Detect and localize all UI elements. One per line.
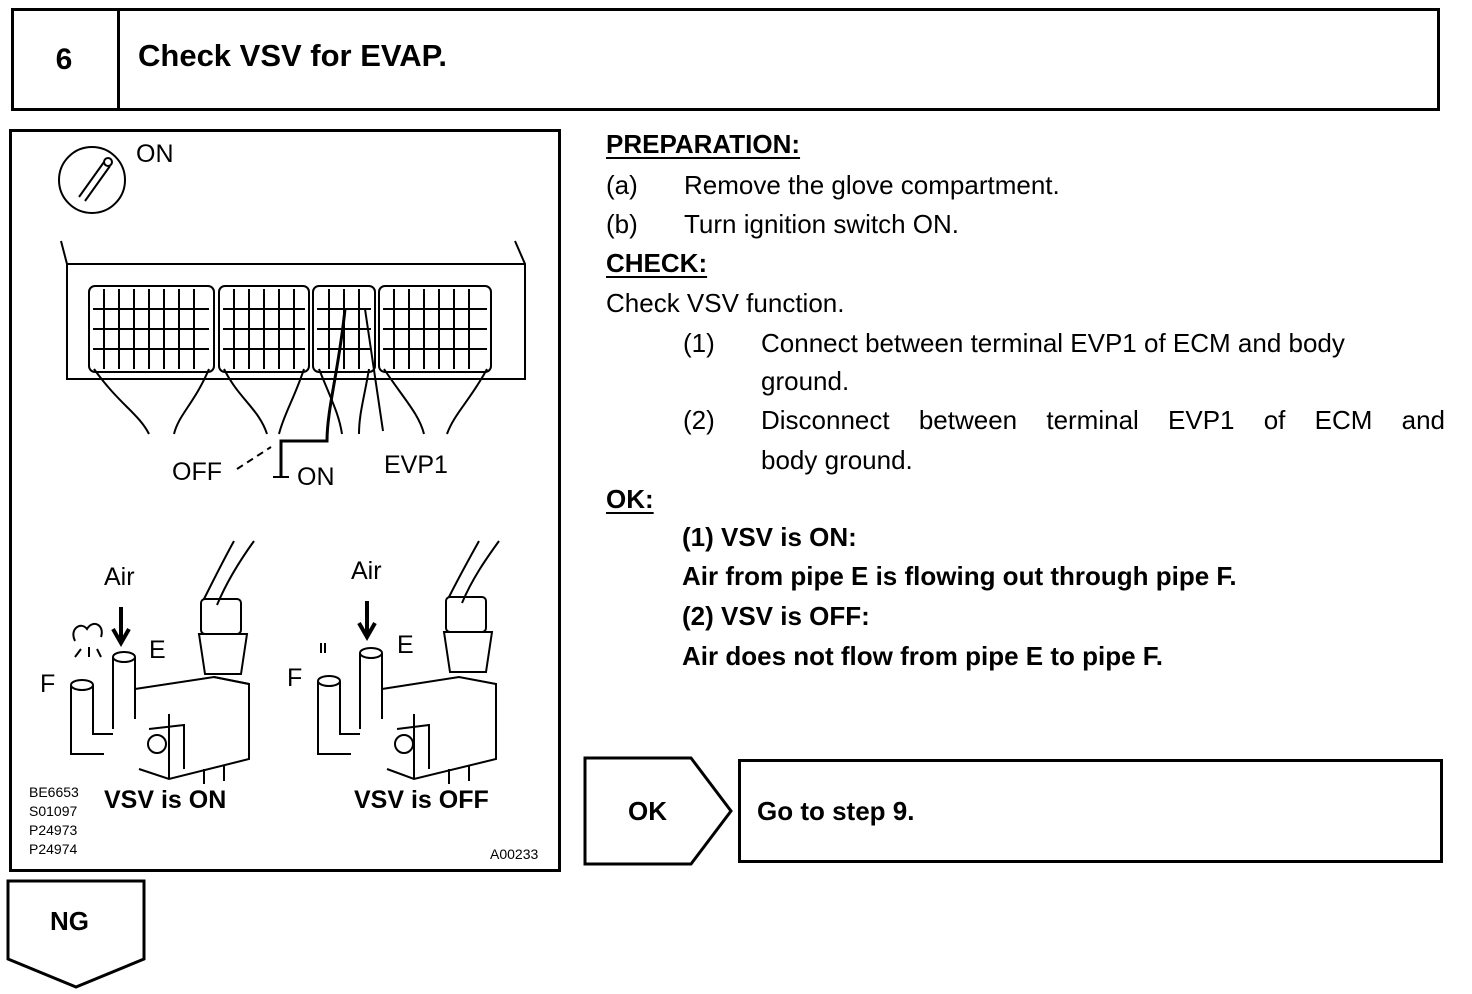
ok-flow-label: OK	[628, 796, 667, 826]
ref-code: P24974	[29, 841, 78, 857]
figure-code: A00233	[490, 846, 539, 862]
prep-step-marker: (a)	[606, 170, 638, 200]
pipe-f-label-left: F	[40, 670, 56, 698]
ecm-vsv-illustration	[58, 146, 526, 784]
ok-heading: OK:	[606, 484, 654, 514]
check-item-text: Disconnect between terminal EVP1 of ECM …	[761, 405, 1445, 435]
ng-arrow-shape	[6, 879, 146, 989]
ref-code: BE6653	[29, 784, 79, 800]
air-label-left: Air	[104, 563, 135, 591]
check-item-text-cont: ground.	[761, 366, 850, 396]
check-item-marker: (2)	[683, 405, 715, 435]
figure-frame	[9, 129, 561, 872]
ok-result-line: Air from pipe E is flowing out through p…	[682, 561, 1237, 591]
figure-ref-codes: BE6653 S01097 P24973 P24974	[29, 783, 79, 859]
air-label-right: Air	[351, 557, 382, 585]
prep-step-marker: (b)	[606, 209, 638, 239]
step-number: 6	[55, 42, 73, 76]
step-title: Check VSV for EVAP.	[138, 38, 447, 73]
prep-step-text: Turn ignition switch ON.	[684, 209, 960, 239]
pipe-f-label-right: F	[287, 664, 303, 692]
pipe-e-label-right: E	[397, 631, 414, 659]
check-intro: Check VSV function.	[606, 288, 845, 318]
pipe-e-label-left: E	[149, 636, 166, 664]
header-divider	[117, 8, 120, 111]
ok-result-line: (2) VSV is OFF:	[682, 601, 870, 631]
caption-vsv-off: VSV is OFF	[354, 786, 489, 814]
ignition-on-label: ON	[136, 140, 174, 168]
prep-step-text: Remove the glove compartment.	[684, 170, 1060, 200]
ecm-connector-drawing	[60, 240, 526, 478]
vsv-off-drawing	[317, 540, 500, 784]
preparation-heading: PREPARATION:	[606, 129, 801, 159]
on-label: ON	[297, 463, 335, 491]
ok-result-line: (1) VSV is ON:	[682, 522, 857, 552]
ok-action-text: Go to step 9.	[757, 796, 915, 826]
step-header	[11, 8, 1440, 111]
check-item-text-cont: body ground.	[761, 445, 913, 475]
vsv-on-drawing	[70, 540, 255, 784]
ok-result-line: Air does not flow from pipe E to pipe F.	[682, 641, 1163, 671]
check-item-text: Connect between terminal EVP1 of ECM and…	[761, 328, 1345, 358]
check-item-marker: (1)	[683, 328, 715, 358]
ref-code: P24973	[29, 822, 78, 838]
ok-arrow-shape	[583, 756, 733, 866]
caption-vsv-on: VSV is ON	[104, 786, 227, 814]
off-label: OFF	[172, 458, 222, 486]
evp1-terminal-label: EVP1	[384, 451, 448, 479]
ref-code: S01097	[29, 803, 78, 819]
ng-flow-label: NG	[50, 906, 89, 936]
check-heading: CHECK:	[606, 248, 708, 278]
ignition-key-icon	[58, 146, 126, 214]
ok-action-box	[738, 759, 1443, 863]
